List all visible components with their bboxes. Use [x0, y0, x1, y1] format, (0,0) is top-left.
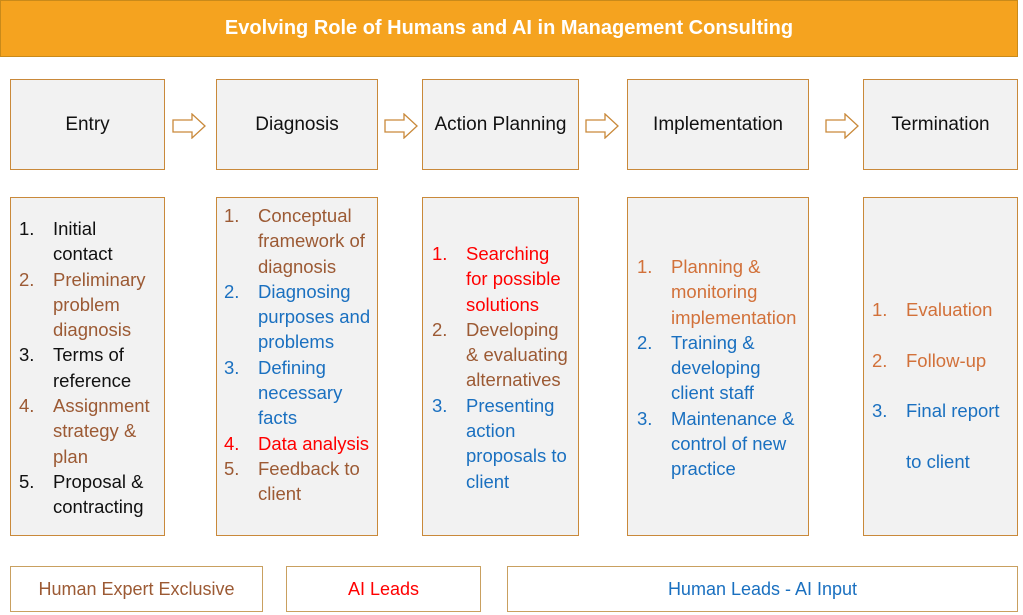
item-number: 1. [224, 205, 240, 226]
arrow-right-icon [585, 113, 619, 139]
item-text: Assignment strategy & plan [53, 395, 150, 467]
item-text: Defining necessary facts [258, 356, 343, 429]
list-item: 3. Presenting action proposals to client [432, 393, 574, 494]
list-item: 2. Preliminary problem diagnosis [19, 267, 160, 343]
list-item: 2. Developing & evaluating alternatives [432, 317, 574, 393]
item-text: Maintenance & control of new practice [671, 407, 795, 480]
item-text: Diagnosing purposes and problems [258, 280, 371, 353]
list-item: 2. Follow-up [872, 336, 1013, 387]
item-number: 1. [872, 299, 888, 320]
list-item: 3. Defining necessary facts [224, 355, 373, 431]
item-number: 2. [19, 268, 35, 290]
list-item: 1. Evaluation [872, 285, 1013, 336]
item-number: 2. [872, 349, 888, 371]
details-termination: 1. Evaluation 2. Follow-up 3. Final report to… [863, 197, 1018, 536]
item-text: Proposal & contracting [53, 470, 144, 518]
list-item: 5. Feedback to client [224, 456, 373, 507]
item-text: Conceptual framework of diagnosis [258, 205, 365, 277]
stage-implementation: Implementation [627, 79, 809, 170]
item-text: Final report to client [906, 400, 1000, 472]
list-item: 1. Searching for possible solutions [432, 241, 574, 317]
item-number: 5. [224, 457, 240, 479]
legend-human-leads-ai-input: Human Leads - AI Input [507, 566, 1018, 612]
item-number: 3. [19, 344, 35, 366]
item-number: 1. [637, 256, 653, 277]
stage-diagnosis: Diagnosis [216, 79, 378, 170]
details-diagnosis: 1. Conceptual framework of diagnosis 2. Dia… [216, 197, 378, 536]
item-text: Searching for possible solutions [466, 243, 561, 315]
item-number: 1. [432, 243, 448, 264]
arrow-right-icon [172, 113, 206, 139]
list-item: 1. Planning & monitoring implementation [637, 254, 804, 330]
item-text: Data analysis [258, 432, 370, 454]
item-number: 1. [19, 218, 35, 239]
stage-entry: Entry [10, 79, 165, 170]
list-item: 3. Final report to client [872, 386, 1013, 487]
item-number: 4. [19, 395, 35, 417]
stage-action-planning: Action Planning [422, 79, 579, 170]
list-item: 1. Initial contact [19, 216, 160, 267]
list-item: 2. Training & developing client staff [637, 330, 804, 406]
item-text: Planning & monitoring implementation [671, 256, 797, 328]
item-text: Developing & evaluating alternatives [466, 318, 568, 391]
item-number: 3. [637, 407, 653, 429]
item-text: Evaluation [906, 299, 993, 320]
item-text: Follow-up [906, 349, 987, 371]
list-item: 5. Proposal & contracting [19, 469, 160, 520]
list-item: 3. Maintenance & control of new practice [637, 406, 804, 482]
item-number: 2. [637, 331, 653, 353]
arrow-right-icon [825, 113, 859, 139]
item-text: Terms of reference [53, 344, 132, 391]
item-text: Presenting action proposals to client [466, 394, 567, 492]
legend-ai-leads: AI Leads [286, 566, 481, 612]
item-number: 3. [224, 356, 240, 378]
item-number: 4. [224, 432, 240, 454]
arrow-right-icon [384, 113, 418, 139]
list-item: 1. Conceptual framework of diagnosis [224, 203, 373, 279]
list-item: 2. Diagnosing purposes and problems [224, 279, 373, 355]
diagram-title: Evolving Role of Humans and AI in Manage… [0, 0, 1018, 57]
list-item: 3. Terms of reference [19, 342, 160, 393]
item-number: 2. [432, 318, 448, 340]
item-number: 3. [872, 400, 888, 421]
list-item: 4. Assignment strategy & plan [19, 393, 160, 469]
stage-termination: Termination [863, 79, 1018, 170]
details-action-planning: 1. Searching for possible solutions 2. Deve… [422, 197, 579, 536]
details-entry: 1. Initial contact 2. Preliminary problem d… [10, 197, 165, 536]
list-item: 4. Data analysis [224, 431, 373, 456]
item-text: Initial contact [53, 218, 113, 265]
item-text: Preliminary problem diagnosis [53, 268, 146, 341]
item-number: 5. [19, 470, 35, 492]
item-text: Training & developing client staff [671, 331, 761, 404]
item-number: 2. [224, 280, 240, 302]
legend-human-expert-exclusive: Human Expert Exclusive [10, 566, 263, 612]
item-number: 3. [432, 394, 448, 416]
item-text: Feedback to client [258, 457, 360, 505]
